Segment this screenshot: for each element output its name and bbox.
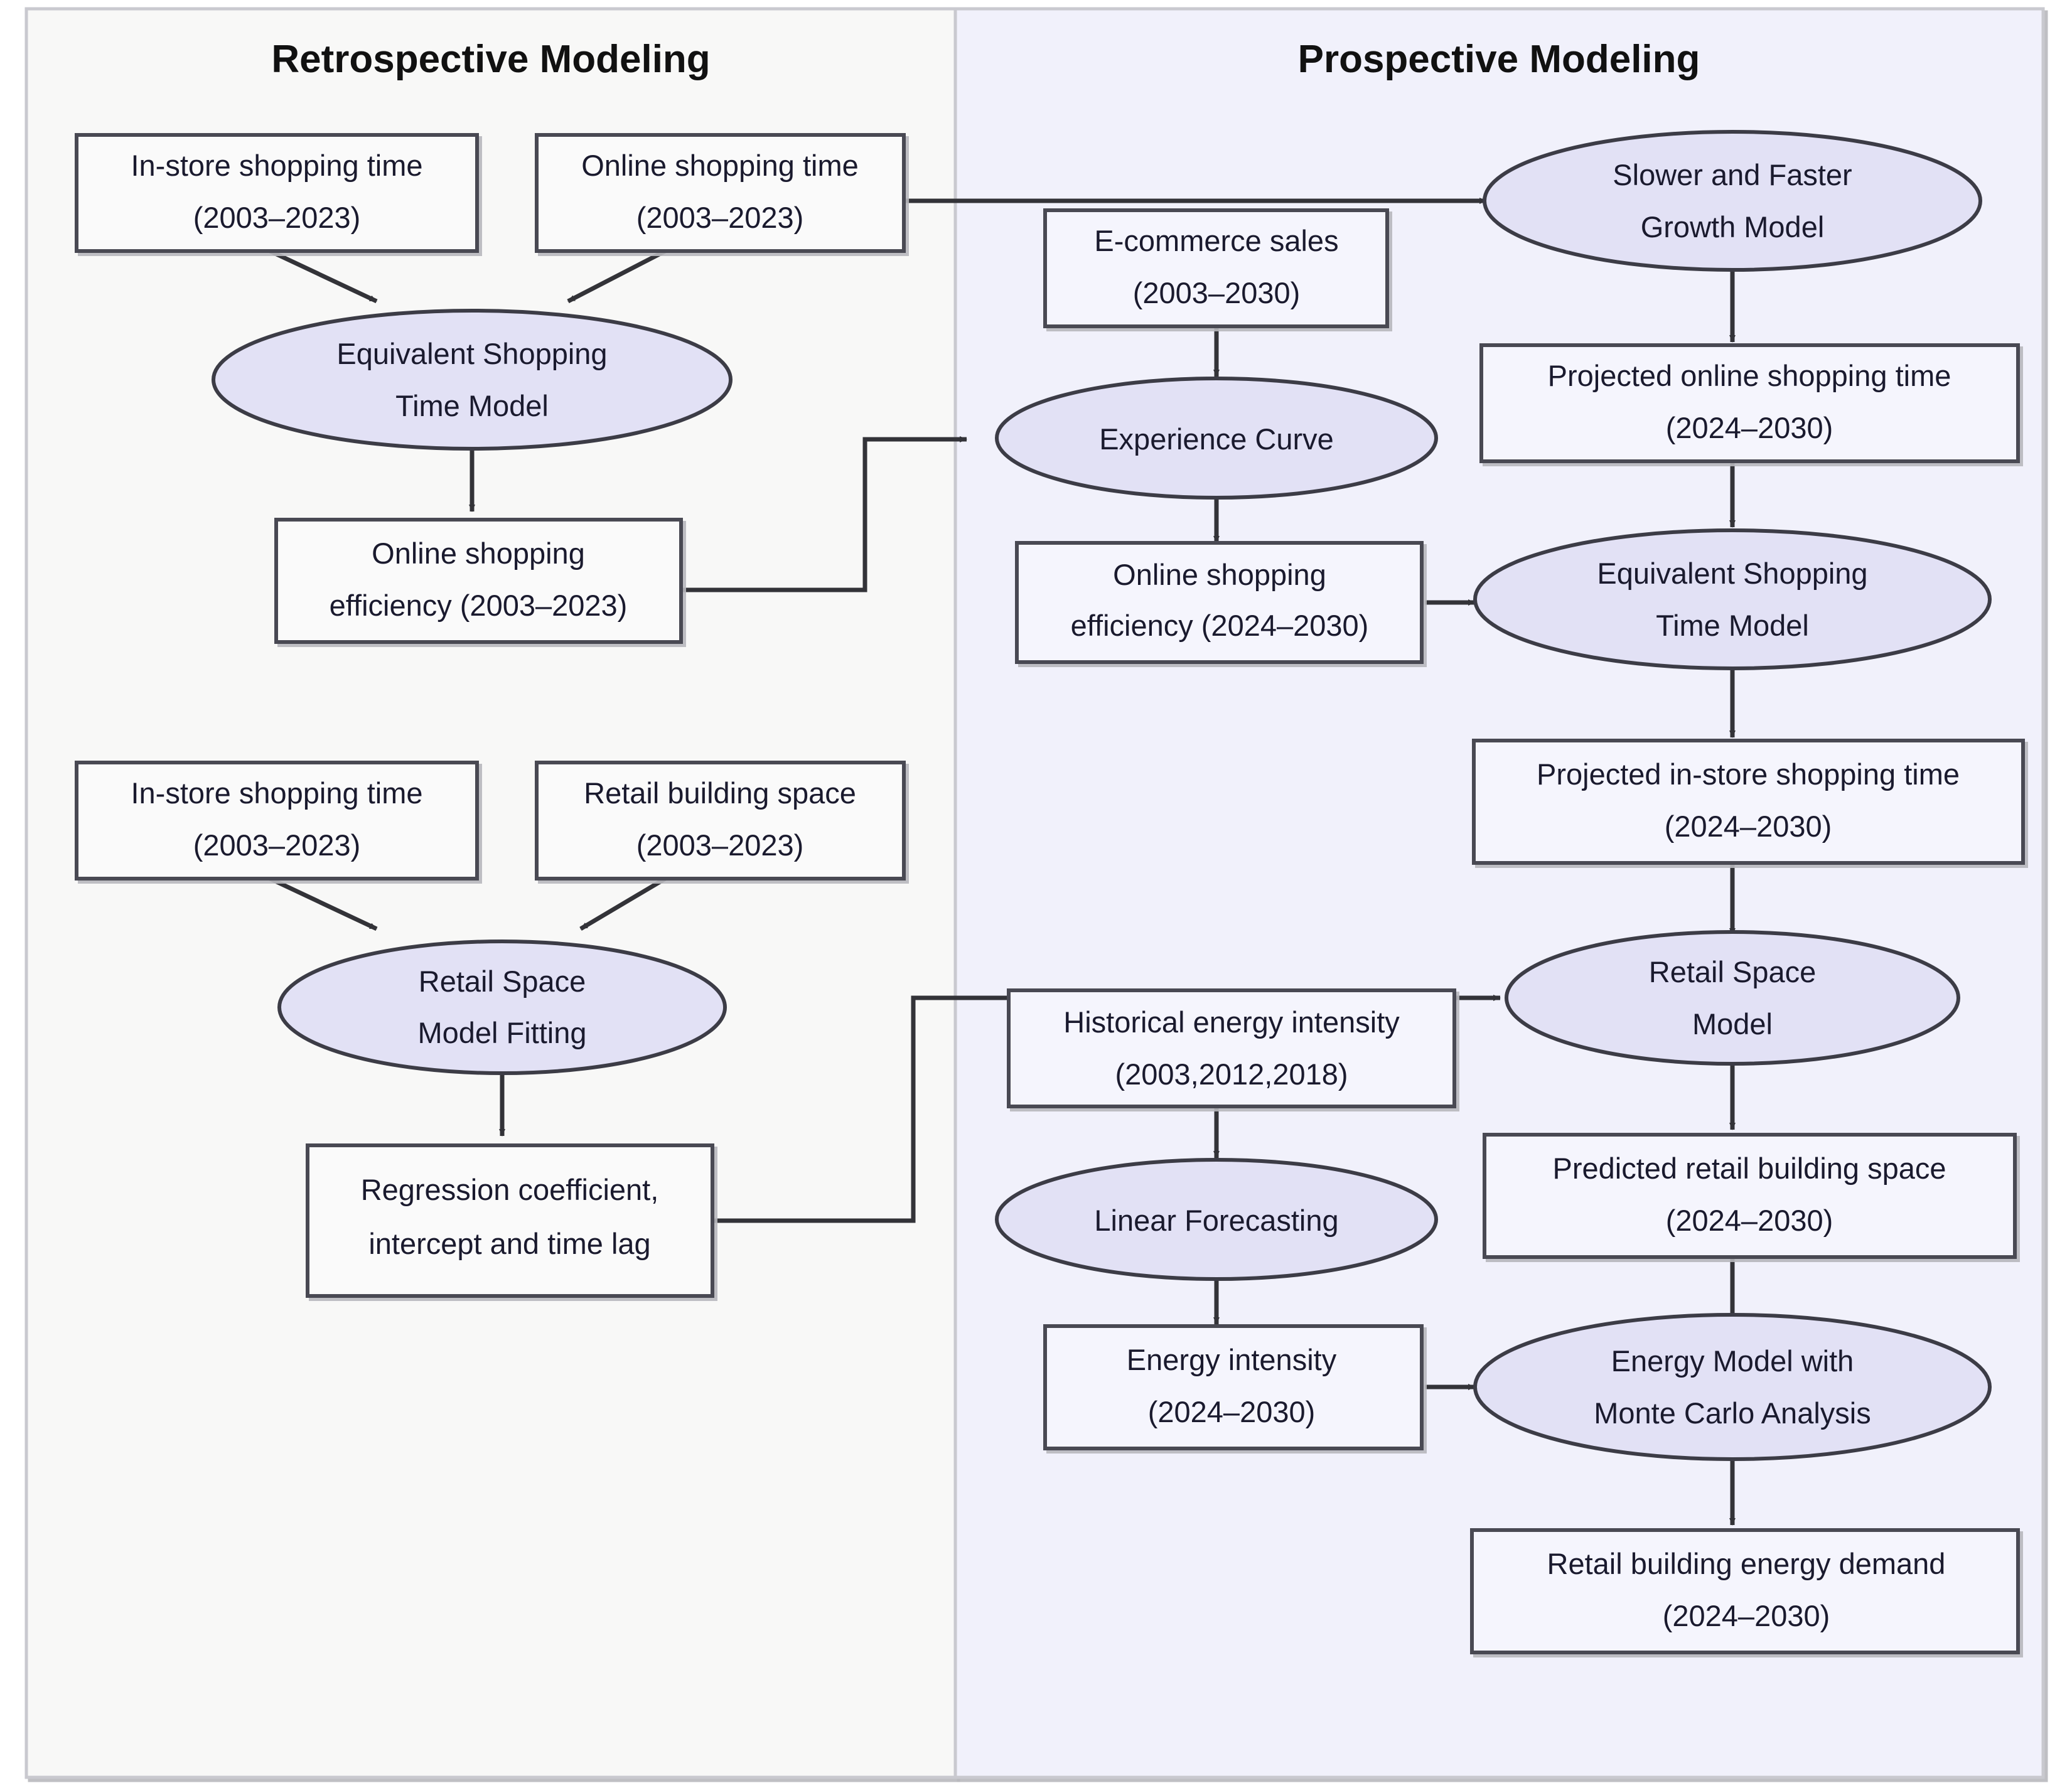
- node-label-line1: Energy Model with: [1611, 1344, 1854, 1378]
- node-label-line2: Model Fitting: [417, 1016, 586, 1049]
- node-online-shopping-efficiency-hist[interactable]: Online shopping efficiency (2003–2023): [274, 518, 683, 644]
- node-label-line1: Projected in-store shopping time: [1537, 757, 1960, 791]
- panel-title-left: Retrospective Modeling: [271, 38, 710, 81]
- node-label-line1: Predicted retail building space: [1552, 1152, 1946, 1185]
- node-label-line1: Slower and Faster: [1613, 158, 1852, 191]
- node-label-line2: (2024–2030): [1148, 1395, 1316, 1428]
- node-projected-in-store-shopping-time[interactable]: Projected in-store shopping time (2024–2…: [1472, 739, 2025, 865]
- node-label-line2: Model: [1692, 1007, 1773, 1041]
- node-label-line1: Retail building space: [584, 776, 856, 810]
- node-projected-online-shopping-time[interactable]: Projected online shopping time (2024–203…: [1479, 343, 2020, 463]
- node-label-line2: (2003–2030): [1133, 276, 1301, 309]
- node-equivalent-shopping-time-model-proj[interactable]: Equivalent Shopping Time Model: [1473, 528, 1992, 670]
- node-ecommerce-sales[interactable]: E-commerce sales (2003–2030): [1043, 208, 1389, 328]
- node-online-shopping-efficiency-proj[interactable]: Online shopping efficiency (2024–2030): [1015, 541, 1424, 664]
- node-label-line2: Time Model: [1656, 609, 1809, 642]
- node-in-store-shopping-time-hist-1[interactable]: In-store shopping time (2003–2023): [75, 133, 479, 253]
- node-label-line2: (2003–2023): [193, 201, 361, 234]
- node-label-line1: Online shopping: [1113, 558, 1326, 591]
- node-in-store-shopping-time-hist-2[interactable]: In-store shopping time (2003–2023): [75, 761, 479, 881]
- node-label-line2: efficiency (2024–2030): [1071, 609, 1369, 642]
- node-label-line1: Energy intensity: [1127, 1343, 1337, 1376]
- node-retail-building-space-hist[interactable]: Retail building space (2003–2023): [535, 761, 906, 881]
- edge-n2-n3: [567, 249, 667, 304]
- node-slower-faster-growth-model[interactable]: Slower and Faster Growth Model: [1483, 130, 1982, 272]
- node-label-line1: Online shopping time: [581, 149, 859, 182]
- node-label-line1: In-store shopping time: [131, 776, 422, 810]
- node-energy-model-monte-carlo[interactable]: Energy Model with Monte Carlo Analysis: [1473, 1313, 1992, 1461]
- node-label-line1: Experience Curve: [1099, 422, 1334, 456]
- node-retail-space-model-fitting[interactable]: Retail Space Model Fitting: [277, 940, 727, 1075]
- node-label-line1: Projected online shopping time: [1548, 359, 1951, 392]
- node-label-line1: Historical energy intensity: [1063, 1005, 1400, 1039]
- node-label-line2: Growth Model: [1641, 210, 1825, 244]
- node-label-line2: (2003,2012,2018): [1115, 1057, 1348, 1091]
- node-experience-curve[interactable]: Experience Curve: [995, 377, 1438, 500]
- node-online-shopping-time-hist[interactable]: Online shopping time (2003–2023): [535, 133, 906, 253]
- node-label-line1: Retail building energy demand: [1547, 1547, 1946, 1580]
- node-regression-coefficient[interactable]: Regression coefficient, intercept and ti…: [306, 1143, 714, 1298]
- node-label-line1: Linear Forecasting: [1094, 1204, 1338, 1237]
- edge-n5-n7: [269, 876, 378, 931]
- node-energy-intensity-proj[interactable]: Energy intensity (2024–2030): [1043, 1324, 1424, 1450]
- node-label-line1: E-commerce sales: [1094, 224, 1338, 257]
- node-label-line1: Regression coefficient,: [361, 1173, 659, 1206]
- node-label-line2: Monte Carlo Analysis: [1594, 1396, 1871, 1430]
- node-equivalent-shopping-time-model-hist[interactable]: Equivalent Shopping Time Model: [212, 309, 733, 451]
- node-label-line1: Retail Space: [419, 965, 586, 998]
- node-label-line2: (2003–2023): [193, 828, 361, 862]
- node-label-line1: Retail Space: [1649, 955, 1817, 988]
- edge-n6-n7: [579, 876, 667, 931]
- node-label-line2: Time Model: [395, 389, 549, 422]
- edge-n1-n3: [269, 249, 378, 304]
- panel-title-right: Prospective Modeling: [1298, 38, 1700, 81]
- node-label-line2: (2003–2023): [636, 201, 804, 234]
- node-label-line1: Equivalent Shopping: [336, 337, 607, 370]
- node-label-line2: (2024–2030): [1663, 1599, 1830, 1632]
- node-label-line2: intercept and time lag: [368, 1227, 650, 1260]
- node-historical-energy-intensity[interactable]: Historical energy intensity (2003,2012,2…: [1007, 988, 1456, 1108]
- node-linear-forecasting[interactable]: Linear Forecasting: [995, 1158, 1438, 1281]
- edge-n4-n10: [679, 436, 967, 592]
- node-label-line2: (2003–2023): [636, 828, 804, 862]
- node-predicted-retail-building-space[interactable]: Predicted retail building space (2024–20…: [1483, 1133, 2017, 1259]
- node-label-line2: (2024–2030): [1666, 411, 1833, 444]
- left-panel: [24, 7, 957, 1779]
- node-label-line1: In-store shopping time: [131, 149, 422, 182]
- node-label-line2: efficiency (2003–2023): [330, 589, 628, 622]
- node-label-line2: (2024–2030): [1665, 810, 1832, 843]
- node-label-line2: (2024–2030): [1666, 1204, 1833, 1237]
- node-label-line1: Online shopping: [372, 537, 585, 570]
- node-retail-building-energy-demand[interactable]: Retail building energy demand (2024–2030…: [1470, 1528, 2020, 1654]
- node-label-line1: Equivalent Shopping: [1597, 557, 1867, 590]
- node-retail-space-model[interactable]: Retail Space Model: [1505, 930, 1960, 1066]
